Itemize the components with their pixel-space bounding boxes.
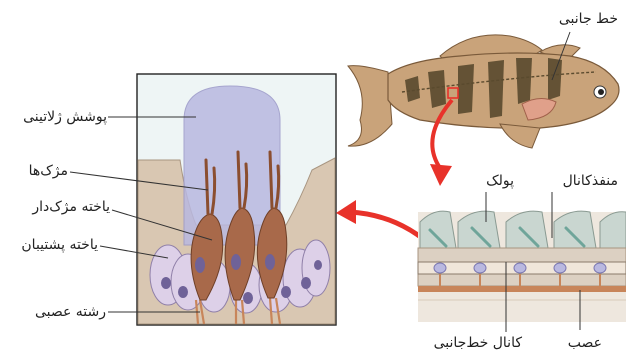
ciliated-cells [191,208,287,300]
label-nerve: عصب [556,334,602,352]
fish-illustration [348,32,619,148]
label-gelatinous-cover: پوشش ژلاتینی [12,108,107,126]
label-scale: پولک [466,172,514,190]
label-nerve-fiber: رشته عصبی [10,303,106,321]
nerve [418,286,626,292]
label-lateral-line-top: خط جانبی [548,10,618,28]
label-supporting-cell: یاخته پشتیبان [6,236,98,254]
skin-cross-section [418,192,626,332]
label-cilia: مژک‌ها [8,162,68,180]
label-ciliated-cell: یاخته مژک‌دار [6,198,110,216]
label-lateral-line-canal: کانال خط‌جانبی [430,334,522,352]
label-canal-pore: منفذکانال [522,172,618,190]
